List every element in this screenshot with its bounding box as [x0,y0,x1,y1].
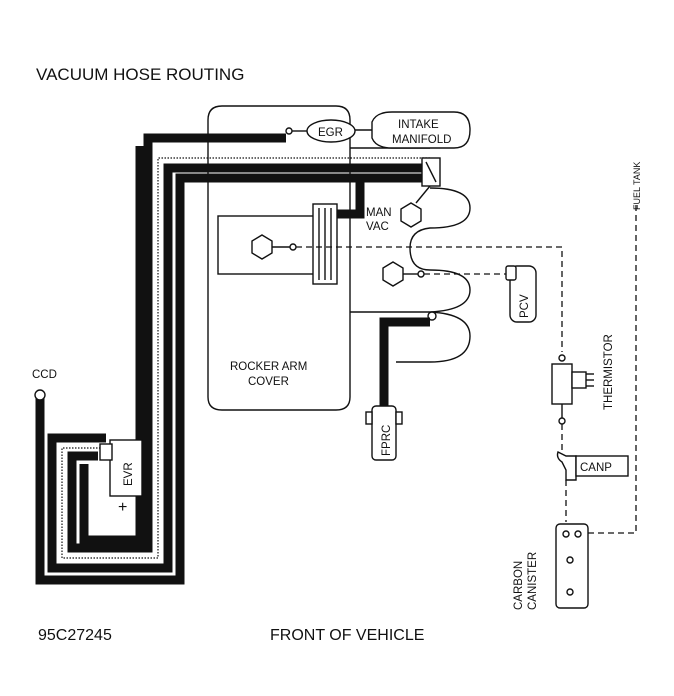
thermistor-body [551,363,573,405]
fprc-solenoid [371,405,397,461]
pcv-feed-hex-port [382,261,404,287]
ccd-label: CCD [32,369,57,381]
egr-nipple [285,127,293,135]
figure-code: 95C27245 [38,627,112,644]
thermistor-label: THERMISTOR [603,334,615,410]
throttle-body-hex-port [251,234,273,260]
pcv-feed-nipple [417,270,425,278]
canp-solenoid-valve [556,451,577,481]
rocker-arm-cover-label-1: ROCKER ARM [230,361,307,373]
manifold-vacuum-hex-port [400,202,422,228]
carbon-canister [555,523,589,609]
fuel-tank-line [588,205,637,534]
evr-solenoid [109,439,143,497]
evr-label: EVR [123,462,135,486]
throttle-to-thermistor-line [296,246,563,352]
pcv-valve-inlet [505,265,517,281]
intake-manifold-tag [371,111,471,149]
intake-manifold-label-2: MANIFOLD [392,134,451,146]
canp-label: CANP [580,462,612,474]
canp-solenoid [575,455,629,477]
pcv-valve [509,265,537,323]
main-hose-bundle [35,133,430,585]
evr-port [99,443,113,461]
front-of-vehicle-caption: FRONT OF VEHICLE [270,627,424,644]
rocker-arm-cover-outline [207,105,351,411]
fprc-label: FPRC [381,425,393,456]
diagram-title: VACUUM HOSE ROUTING [36,65,244,84]
thermistor-nipple-bottom [558,417,566,425]
fuel-tank-label: FUEL TANK [632,162,642,210]
pcv-label: PCV [519,294,531,318]
throttle-body-nipple [289,243,297,251]
carbon-canister-label-2: CANISTER [527,552,539,610]
man-vac-label-1: MAN [366,207,392,219]
evr-plus-label: + [118,499,127,516]
fprc-hose [379,317,430,412]
rocker-arm-cover-label-2: COVER [248,376,289,388]
carbon-canister-label-1: CARBON [513,561,525,610]
man-vac-label-2: VAC [366,221,389,233]
thermistor-nipple-top [558,354,566,362]
egr-label: EGR [318,127,343,139]
thermistor-sensor [571,371,587,389]
intake-manifold-label-1: INTAKE [398,119,439,131]
ccd-port [34,389,46,401]
